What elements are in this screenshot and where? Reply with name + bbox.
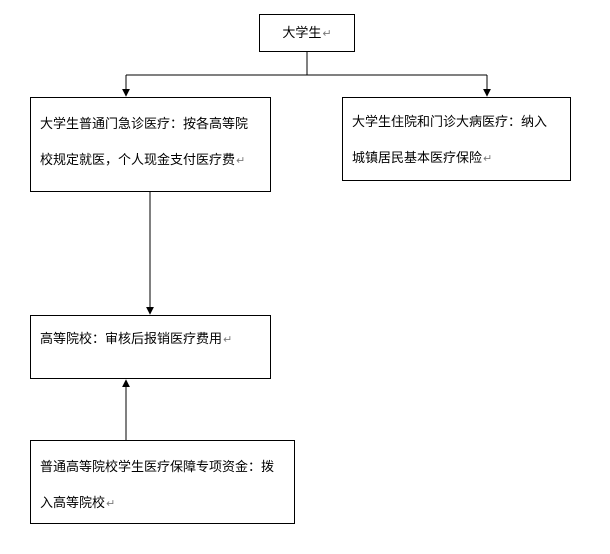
node-inpatient-care: 大学生住院和门诊大病医疗：纳入 城镇居民基本医疗保险↵ — [342, 97, 571, 181]
node-outpatient-care-line-2: 校规定就医，个人现金支付医疗费 — [40, 153, 236, 168]
paragraph-mark-icon: ↵ — [236, 154, 246, 167]
paragraph-mark-icon: ↵ — [483, 152, 493, 165]
node-special-fund-line-2: 入高等院校 — [40, 496, 106, 511]
node-student: 大学生↵ — [259, 14, 355, 52]
node-inpatient-care-line-2: 城镇居民基本医疗保险 — [352, 151, 483, 166]
node-university-reimbursement-label: 高等院校：审核后报销医疗费用 — [40, 332, 223, 347]
node-university-reimbursement: 高等院校：审核后报销医疗费用↵ — [30, 315, 271, 379]
node-special-fund: 普通高等院校学生医疗保障专项资金：拨 入高等院校↵ — [30, 440, 295, 524]
node-outpatient-care-line-1: 大学生普通门急诊医疗：按各高等院 — [40, 117, 249, 132]
node-outpatient-care: 大学生普通门急诊医疗：按各高等院 校规定就医，个人现金支付医疗费↵ — [30, 97, 271, 192]
node-student-label: 大学生 — [282, 26, 322, 41]
paragraph-mark-icon: ↵ — [106, 497, 116, 510]
node-special-fund-line-1: 普通高等院校学生医疗保障专项资金：拨 — [40, 460, 275, 475]
node-inpatient-care-line-1: 大学生住院和门诊大病医疗：纳入 — [352, 115, 548, 130]
paragraph-mark-icon: ↵ — [223, 333, 233, 346]
paragraph-mark-icon: ↵ — [322, 27, 332, 40]
